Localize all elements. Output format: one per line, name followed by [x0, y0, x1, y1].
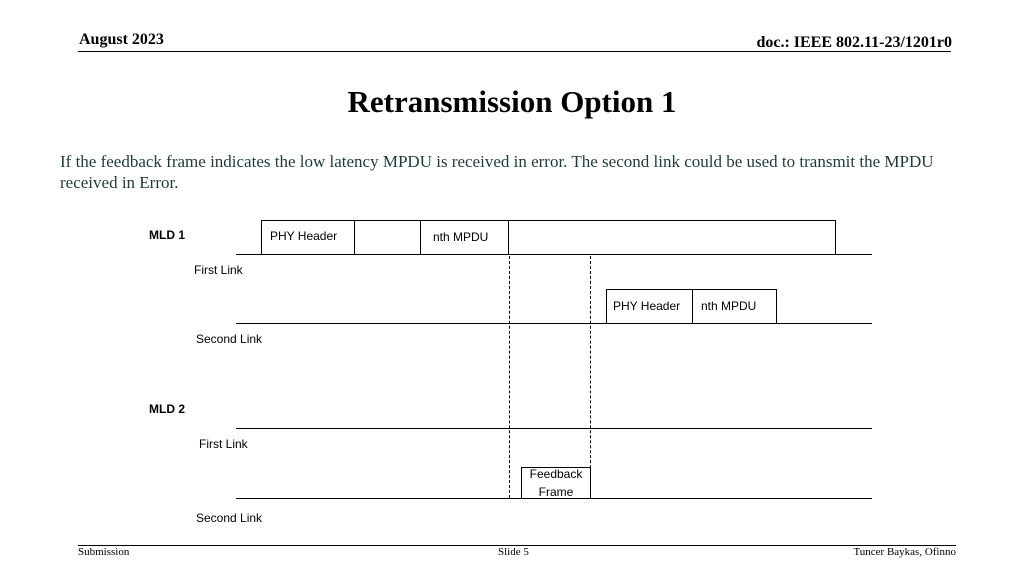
- slide-title: Retransmission Option 1: [347, 84, 677, 119]
- footer-slide-number: Slide 5: [498, 546, 529, 558]
- timing-marker-left: [509, 256, 510, 498]
- timing-marker-right: [590, 256, 591, 498]
- mld1-second-link-phy-header-box: [606, 289, 693, 324]
- footer-rule: [78, 545, 956, 546]
- header-doc-id: doc.: IEEE 802.11-23/1201r0: [756, 34, 952, 51]
- mld1-second-link-mpdu-text: nth MPDU: [701, 299, 757, 313]
- mld2-first-link-line: [236, 428, 872, 429]
- feedback-frame-text-line1: Feedback: [529, 467, 583, 481]
- mld2-label: MLD 2: [149, 402, 185, 416]
- header-rule: [78, 51, 951, 52]
- mld1-first-link-line: [236, 254, 872, 255]
- header-date: August 2023: [79, 31, 164, 48]
- mld2-second-link-label: Second Link: [196, 511, 263, 525]
- mld1-label: MLD 1: [149, 228, 185, 242]
- footer-submission: Submission: [78, 546, 130, 558]
- feedback-frame-text-line2: Frame: [538, 485, 574, 499]
- footer-author: Tuncer Baykas, Ofinno: [853, 546, 956, 558]
- mld2-first-link-label: First Link: [199, 437, 248, 451]
- slide-body-text: If the feedback frame indicates the low …: [60, 152, 934, 192]
- mld1-first-link-mpdu-text: nth MPDU: [433, 230, 489, 244]
- mld1-second-link-mpdu-box: [692, 289, 777, 324]
- mld1-first-link-phy-header-text: PHY Header: [270, 229, 338, 243]
- mld1-second-link-phy-header-text: PHY Header: [613, 299, 681, 313]
- mld1-second-link-line: [236, 323, 872, 324]
- mld1-first-link-blank-field: [354, 220, 421, 255]
- mld1-second-link-label: Second Link: [196, 332, 263, 346]
- mld1-first-link-label: First Link: [194, 263, 243, 277]
- mld2-second-link-line: [236, 498, 872, 499]
